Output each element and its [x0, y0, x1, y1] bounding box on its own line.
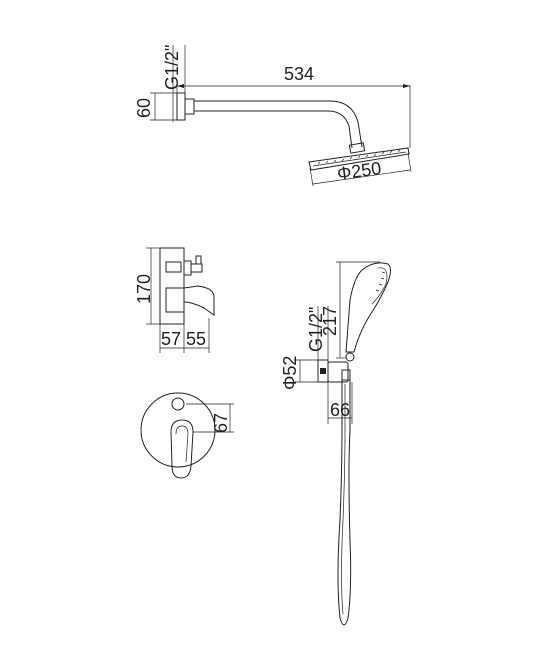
diverter-knob-cap — [191, 263, 203, 273]
outlet-thread-marker — [320, 368, 326, 374]
diverter-knob-top — [195, 255, 202, 265]
arm-joint — [348, 142, 366, 154]
dim-217-label: 217 — [320, 306, 340, 336]
dim-534-arrow-right — [403, 84, 410, 88]
valve-side-view: 170 57 55 — [134, 247, 215, 353]
hose-outer — [337, 380, 352, 626]
valve-front-view: 67 — [140, 392, 234, 479]
diverter-knob-front — [171, 397, 185, 411]
outlet-holder — [327, 361, 349, 383]
dim-66-label: 66 — [330, 400, 350, 420]
valve-wall-plate — [159, 247, 185, 325]
dim-170-label: 170 — [134, 274, 154, 304]
dim-67-label: 67 — [211, 413, 231, 433]
diverter-knob — [183, 260, 192, 276]
dim-534-label: 534 — [284, 64, 314, 84]
valve-body — [165, 261, 182, 273]
wall-flange — [176, 92, 186, 121]
lever-handle-front — [170, 419, 194, 479]
hand-shower-face — [371, 267, 388, 305]
lever-handle-highlight — [175, 425, 189, 463]
dim-250-line — [312, 169, 411, 185]
lever-handle-side — [183, 285, 215, 316]
shower-arm-assembly: 534 60 G1/2" Φ250 — [134, 45, 412, 187]
valve-cover-plate — [140, 392, 216, 468]
hose-inner — [341, 384, 346, 615]
dim-250-ext-right — [407, 152, 412, 173]
dim-52-label: Φ52 — [280, 356, 300, 390]
arm-upper-edge — [194, 100, 363, 148]
shower-head-face — [312, 151, 407, 167]
dim-outlet-thread-label: G1/2" — [306, 307, 326, 352]
hand-shower-handle — [345, 262, 391, 353]
hose-connector — [341, 369, 351, 381]
dim-head-thread-label: G1/2" — [162, 45, 182, 90]
shower-head-nozzles — [317, 149, 401, 165]
dim-57-label: 57 — [161, 329, 181, 349]
dim-534-arrow-left — [177, 84, 184, 88]
flange-nut — [184, 98, 195, 115]
dim-60-label: 60 — [134, 98, 154, 118]
dim-250-ext-left — [309, 167, 314, 187]
arm-lower-edge — [194, 110, 353, 149]
holder-joint — [345, 352, 355, 362]
dim-55-label: 55 — [186, 329, 206, 349]
dim-250-label: Φ250 — [336, 158, 383, 184]
valve-body-lower — [165, 287, 185, 313]
hand-shower-assembly: 217 G1/2" Φ52 66 — [280, 261, 391, 626]
shower-head-body — [308, 147, 410, 171]
hand-shower-nozzles — [375, 271, 386, 292]
